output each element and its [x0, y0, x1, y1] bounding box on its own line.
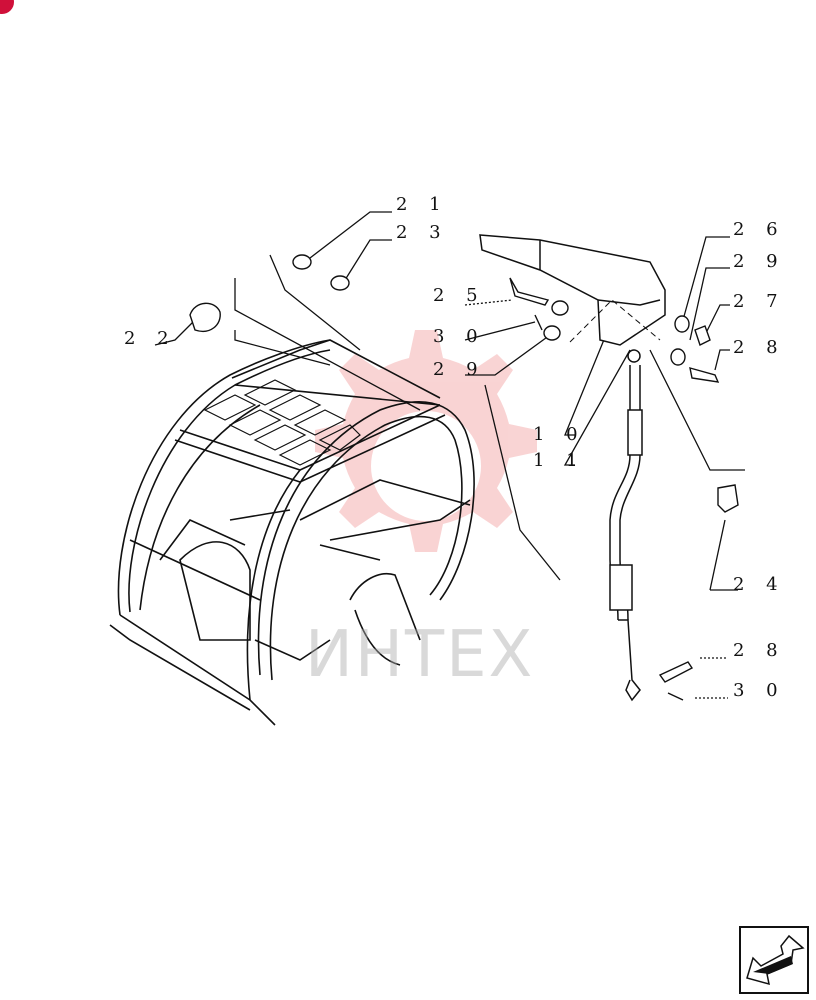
callout-22: 2 2	[124, 328, 177, 349]
callout-29-left: 2 9	[433, 359, 486, 380]
callout-24: 2 4	[733, 574, 786, 595]
callout-30-upper: 3 0	[433, 326, 486, 347]
callout-29-right: 2 9	[733, 251, 786, 272]
callout-10: 1 0	[533, 424, 586, 445]
callout-28-upper: 2 8	[733, 337, 786, 358]
arrow-back-icon	[746, 934, 805, 986]
watermark-text: ИНТЕХ	[305, 618, 535, 692]
callout-26: 2 6	[733, 219, 786, 240]
leader-lines	[154, 211, 745, 699]
callout-23: 2 3	[396, 222, 449, 243]
watermark-gear-icon	[315, 330, 537, 552]
roof-grid	[203, 379, 361, 466]
brake-cable	[609, 349, 643, 702]
reference-dash-line	[569, 299, 661, 343]
small-parts	[189, 254, 739, 701]
callout-27: 2 7	[733, 291, 786, 312]
callout-30-lower: 3 0	[733, 680, 786, 701]
callout-28-lower: 2 8	[733, 640, 786, 661]
back-nav-button[interactable]	[739, 926, 809, 994]
callout-11: 1 1	[533, 450, 586, 471]
cab-frame	[109, 339, 475, 726]
callout-25: 2 5	[433, 285, 486, 306]
callout-21: 2 1	[396, 194, 449, 215]
